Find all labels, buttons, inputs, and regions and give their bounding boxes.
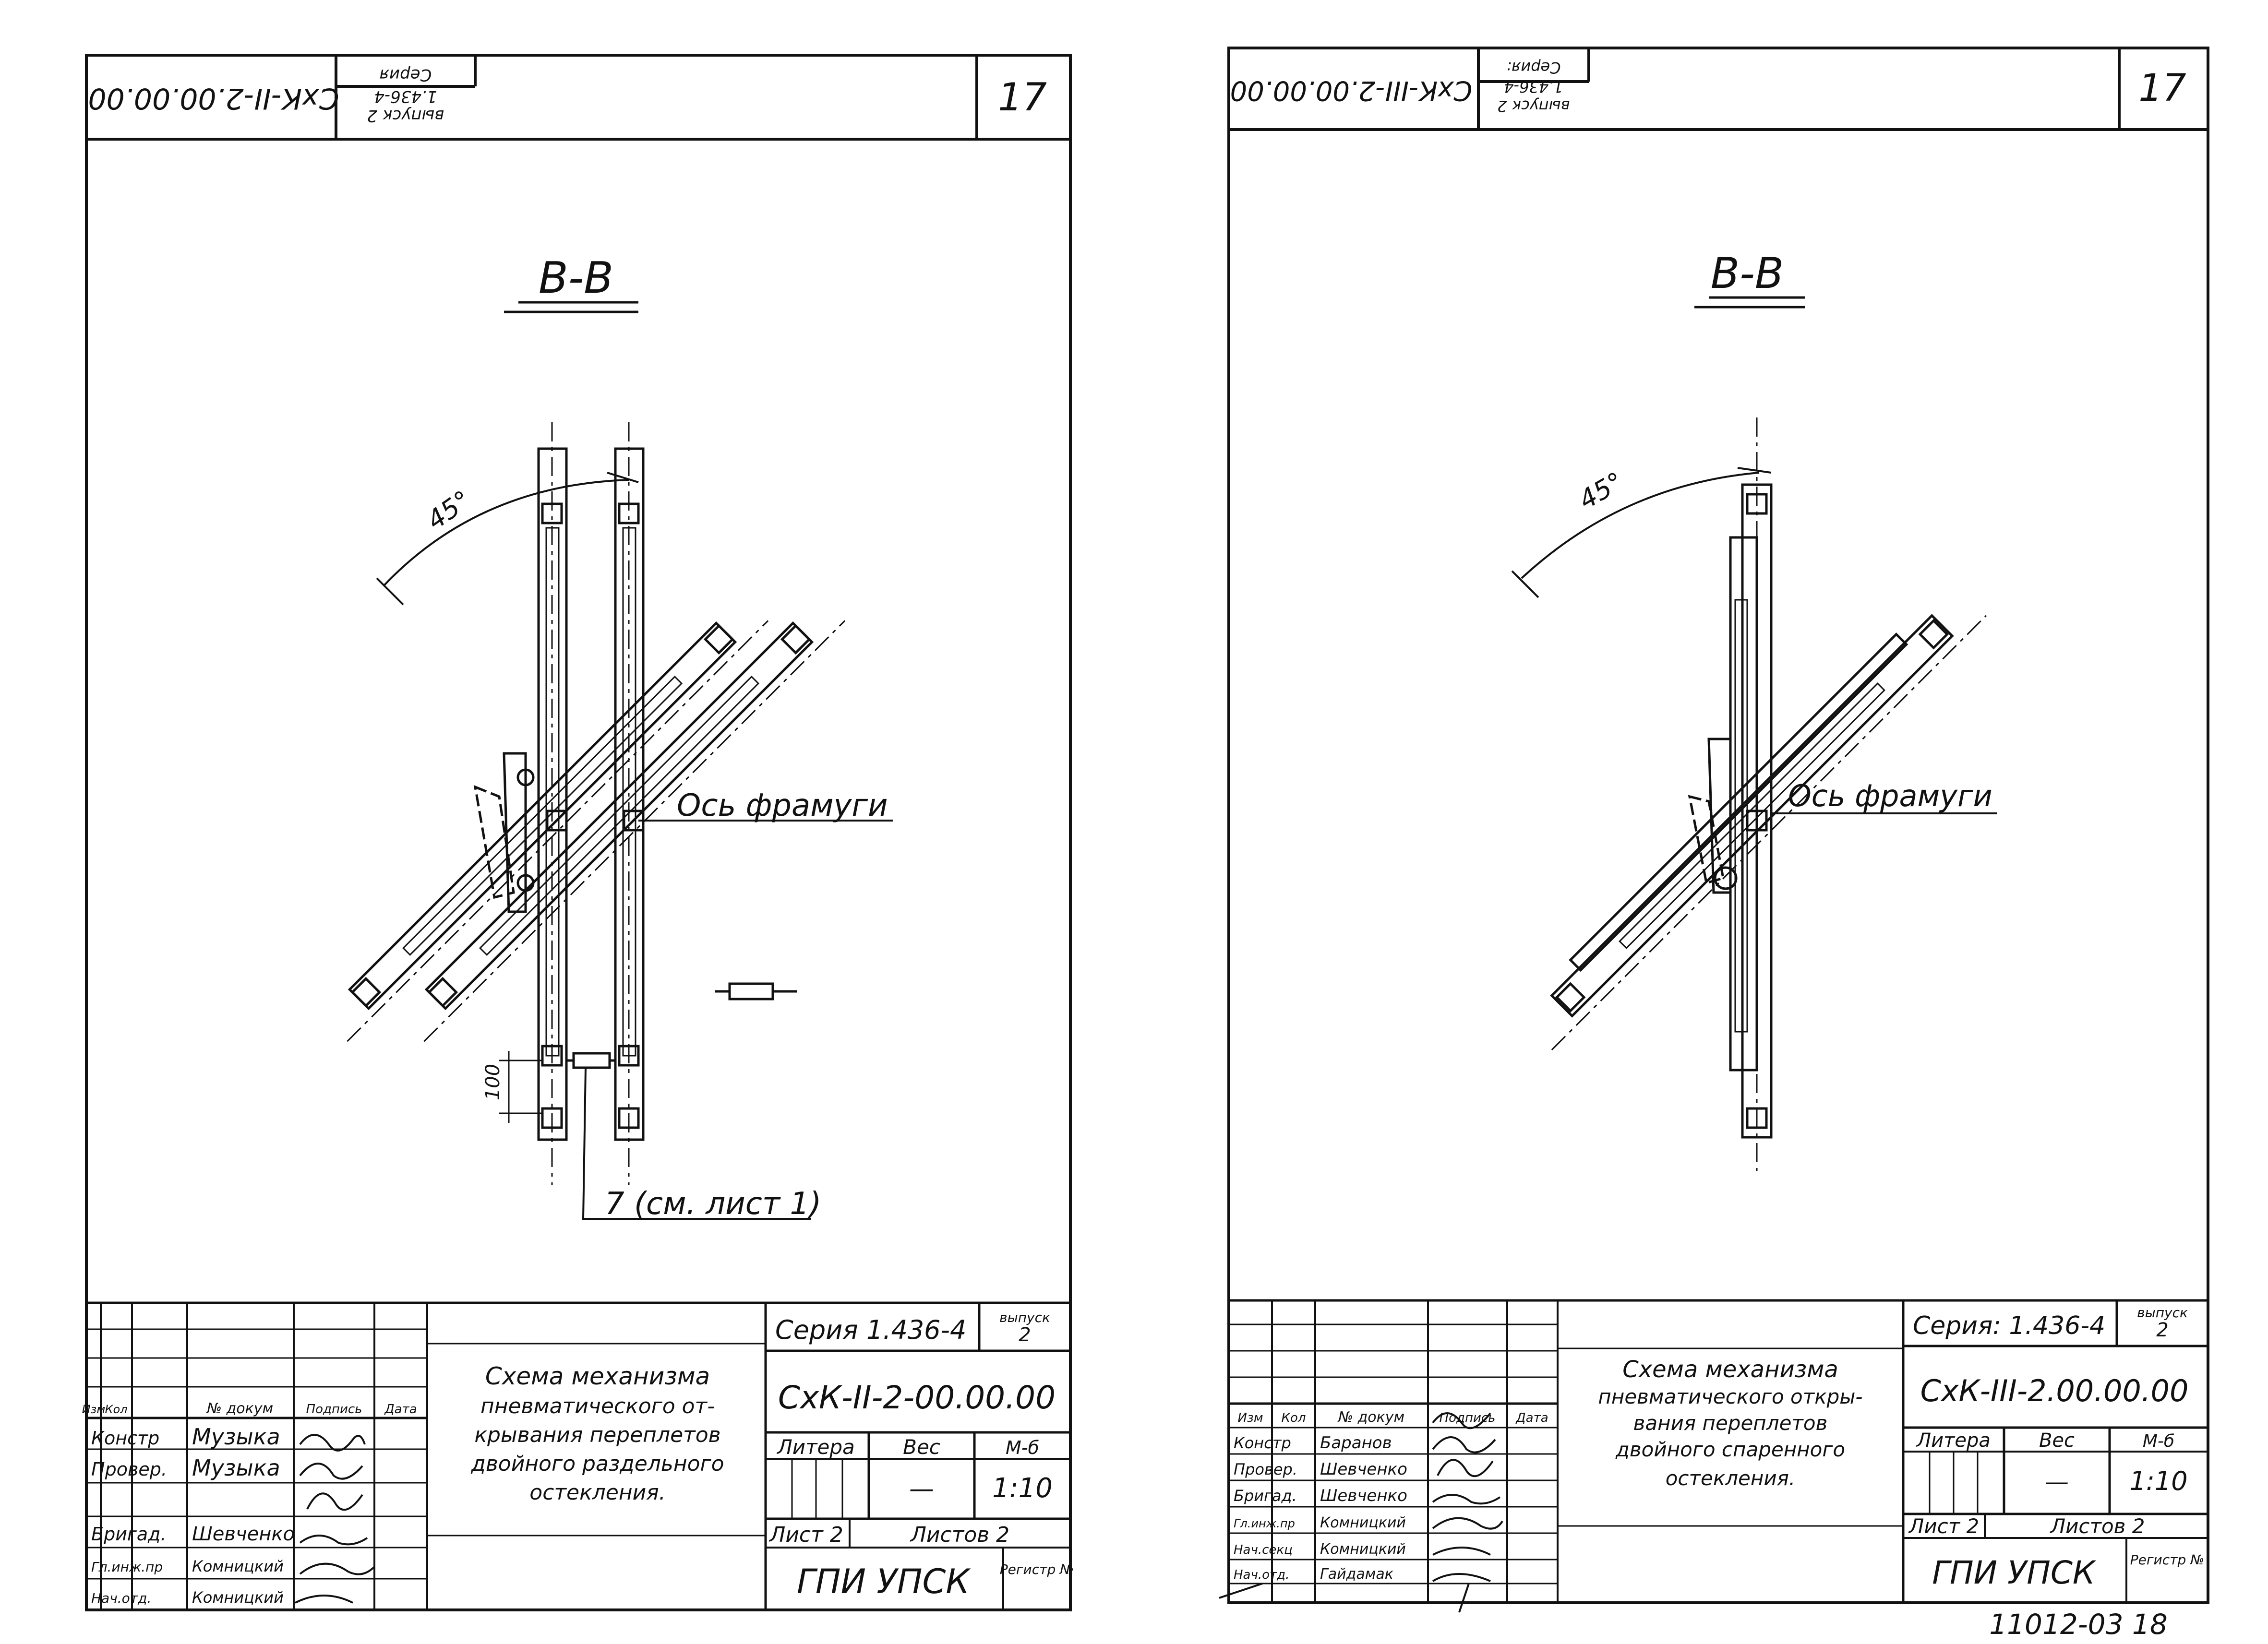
left-description-4: двойного раздельного: [470, 1452, 724, 1476]
left-frame: [85, 54, 1072, 1611]
left-stamp-series-2: 1.436-4: [374, 87, 437, 106]
left-issue-label: выпуск: [999, 1310, 1050, 1325]
left-h-litera: Литера: [776, 1435, 855, 1459]
right-archive-number: 11012-03 18: [1989, 1608, 2167, 1641]
right-stamp-code: СхК-III-2.00.00.00: [1230, 75, 1473, 106]
left-description-2: пневматического от-: [480, 1394, 715, 1418]
right-h-ves: Вес: [2039, 1430, 2075, 1452]
left-role-5: Нач.отд.: [91, 1590, 151, 1606]
left-stamp-series-1: Серия: [380, 65, 432, 84]
left-sig-header-izm: Изм: [82, 1403, 106, 1416]
left-stamp-code: СхК-II-2.00.00.00: [88, 82, 339, 115]
right-texts: СхК-III-2.00.00.00 Серия: 1.436-4 выпуск…: [1230, 59, 2205, 1641]
left-name-2: Музыка: [192, 1455, 280, 1481]
left-sheets-total: Листов 2: [910, 1523, 1009, 1547]
left-name-3: Шевченко: [192, 1523, 295, 1545]
right-name-1: Баранов: [1320, 1433, 1392, 1453]
left-page-number: 17: [998, 75, 1047, 119]
right-sig-header-sign: Подпись: [1440, 1411, 1496, 1425]
right-register: Регистр №: [2130, 1552, 2205, 1568]
right-description-3: вания переплетов: [1633, 1411, 1828, 1435]
left-role-1: Констр: [91, 1428, 159, 1449]
right-scale: 1:10: [2129, 1466, 2187, 1496]
left-h-ves: Вес: [903, 1435, 940, 1459]
right-sig-header-date: Дата: [1515, 1411, 1548, 1425]
right-name-5: Комницкий: [1320, 1541, 1406, 1558]
right-role-2: Провер.: [1234, 1460, 1297, 1478]
right-description-4: двойного спаренного: [1615, 1438, 1845, 1461]
right-title-block: [1219, 1299, 2208, 1613]
right-sheet-no: Лист 2: [1908, 1514, 1980, 1538]
right-issue-number: 2: [2156, 1319, 2168, 1341]
left-stamp-series-3: выпуск 2: [367, 106, 444, 125]
right-role-6: Нач.отд.: [1234, 1568, 1289, 1582]
right-role-1: Констр: [1234, 1434, 1291, 1452]
left-callout-label: 7 (см. лист 1): [605, 1186, 821, 1222]
right-sig-header-doc: № докум: [1337, 1409, 1404, 1426]
left-sheet: [85, 54, 1072, 1611]
left-title-block: [86, 1301, 1070, 1610]
right-issue-label: выпуск: [2137, 1305, 2188, 1321]
left-name-5: Комницкий: [192, 1588, 284, 1607]
right-role-4: Гл.инж.пр: [1234, 1517, 1295, 1530]
right-sheet: [1219, 47, 2209, 1613]
left-dimension-label: 100: [482, 1064, 504, 1100]
right-frame: [1227, 47, 2209, 1604]
right-role-3: Бригад.: [1234, 1487, 1297, 1505]
right-h-litera: Литера: [1916, 1430, 1991, 1452]
left-description-5: остекления.: [529, 1480, 665, 1505]
right-name-6: Гайдамак: [1320, 1566, 1393, 1583]
left-mechanism-drawing: [347, 422, 893, 1220]
left-sig-header-date: Дата: [384, 1402, 417, 1417]
right-name-4: Комницкий: [1320, 1514, 1406, 1531]
right-stamp-series-3: выпуск 2: [1497, 97, 1570, 115]
left-ves: —: [909, 1475, 934, 1503]
right-description-1: Схема механизма: [1622, 1356, 1838, 1383]
left-axis-label: Ось фрамуги: [677, 788, 888, 823]
right-mechanism-drawing: [1511, 417, 1997, 1171]
left-register: Регистр №: [1000, 1561, 1074, 1577]
right-sheets-total: Листов 2: [2050, 1514, 2145, 1538]
right-organization: ГПИ УПСК: [1932, 1554, 2097, 1591]
right-h-scale: М-б: [2143, 1431, 2174, 1451]
left-sig-header-doc: № докум: [206, 1400, 273, 1417]
left-role-3: Бригад.: [91, 1524, 167, 1545]
right-role-5: Нач.секц: [1234, 1543, 1293, 1557]
left-organization: ГПИ УПСК: [797, 1562, 971, 1601]
left-scale: 1:10: [992, 1473, 1053, 1504]
left-signatures: [295, 1434, 375, 1604]
right-description-5: остекления.: [1666, 1466, 1796, 1490]
left-description-1: Схема механизма: [485, 1362, 710, 1390]
left-drawing-code: СхК-II-2-00.00.00: [778, 1379, 1056, 1416]
left-role-2: Провер.: [91, 1459, 167, 1480]
left-sig-header-kol: Кол: [105, 1403, 127, 1416]
left-series: Серия 1.436-4: [775, 1315, 966, 1345]
right-name-3: Шевченко: [1320, 1486, 1407, 1505]
right-signatures: [1219, 1412, 1503, 1613]
left-name-1: Музыка: [192, 1424, 280, 1450]
left-issue-number: 2: [1019, 1324, 1031, 1346]
right-page-number: 17: [2138, 67, 2186, 110]
left-sheet-no: Лист 2: [768, 1523, 843, 1547]
right-description-2: пневматического откры-: [1598, 1385, 1862, 1408]
right-stamp-series-2: 1.436-4: [1504, 78, 1563, 96]
right-sig-header-izm: Изм: [1238, 1411, 1263, 1425]
left-role-4: Гл.инж.пр: [91, 1559, 163, 1575]
left-h-scale: М-б: [1006, 1437, 1039, 1458]
left-sig-header-sign: Подпись: [306, 1402, 362, 1417]
right-name-2: Шевченко: [1320, 1460, 1407, 1479]
right-axis-label: Ось фрамуги: [1788, 778, 1992, 813]
right-section-title: В-В: [1711, 249, 1784, 298]
left-texts: СхК-II-2.00.00.00 Серия 1.436-4 выпуск 2…: [82, 65, 1074, 1607]
right-stamp-series-1: Серия:: [1506, 59, 1560, 77]
right-drawing-code: СхК-III-2.00.00.00: [1920, 1373, 2189, 1408]
left-name-4: Комницкий: [192, 1557, 284, 1575]
left-section-title: В-В: [539, 253, 613, 303]
right-series: Серия: 1.436-4: [1913, 1311, 2105, 1340]
right-ves: —: [2045, 1468, 2069, 1496]
left-description-3: крывания переплетов: [474, 1423, 720, 1447]
right-sig-header-kol: Кол: [1282, 1411, 1306, 1425]
